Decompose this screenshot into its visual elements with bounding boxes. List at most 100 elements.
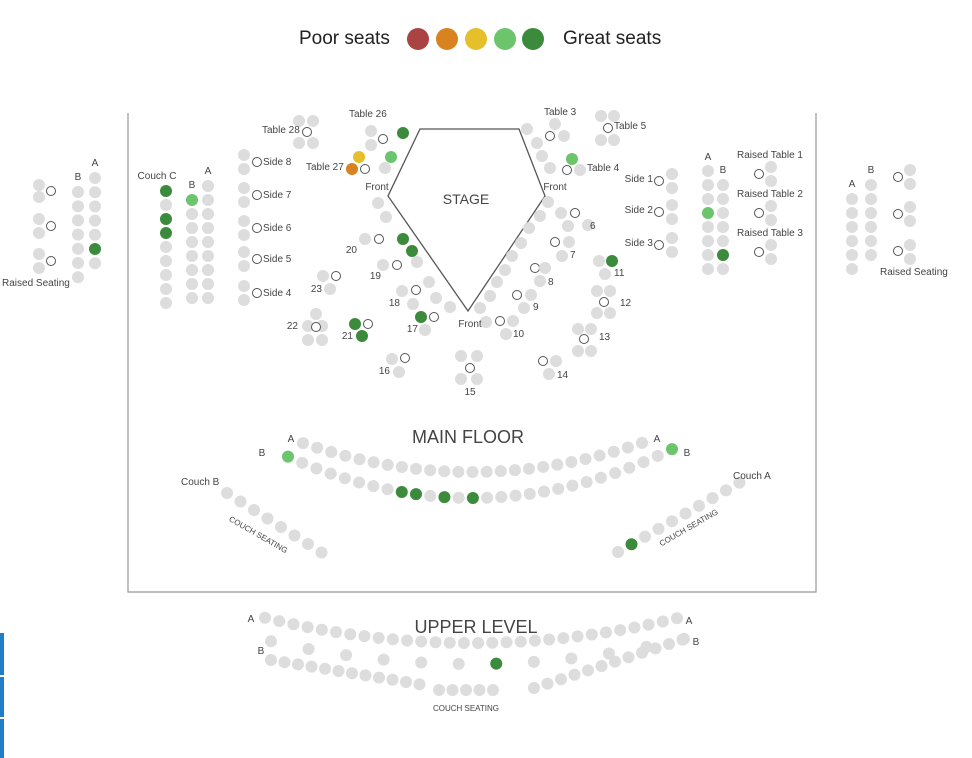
seat[interactable] [527, 655, 540, 668]
seat[interactable] [656, 615, 669, 628]
seat[interactable] [531, 137, 543, 149]
seat[interactable] [89, 257, 101, 270]
seat[interactable] [591, 307, 603, 319]
seat[interactable] [585, 628, 598, 641]
seat[interactable] [452, 657, 465, 670]
seat[interactable] [72, 214, 84, 227]
seat[interactable] [544, 162, 556, 174]
side-tab-2[interactable] [0, 677, 4, 717]
seat[interactable] [33, 191, 45, 203]
table-seat[interactable] [252, 254, 262, 264]
seat[interactable] [765, 253, 777, 265]
seat[interactable] [72, 228, 84, 241]
seat[interactable] [358, 630, 371, 643]
seat[interactable] [537, 460, 550, 473]
seat[interactable] [702, 249, 714, 261]
seat[interactable] [372, 197, 384, 209]
seat[interactable] [491, 276, 503, 288]
seat[interactable] [346, 667, 358, 680]
seat[interactable] [385, 151, 397, 163]
seat[interactable] [551, 458, 564, 471]
seat[interactable] [565, 456, 578, 469]
seat[interactable] [287, 618, 300, 631]
seat[interactable] [539, 262, 551, 274]
seat[interactable] [238, 182, 250, 194]
seat[interactable] [534, 210, 546, 222]
table-seat[interactable] [512, 290, 522, 300]
seat[interactable] [666, 232, 678, 244]
seat[interactable] [599, 626, 612, 639]
seat[interactable] [607, 445, 620, 458]
seat[interactable] [296, 456, 309, 469]
seat[interactable] [693, 499, 705, 512]
seat[interactable] [904, 253, 916, 265]
seat[interactable] [438, 491, 451, 504]
seat[interactable] [310, 308, 322, 320]
seat[interactable] [455, 373, 467, 385]
seat[interactable] [706, 492, 719, 505]
seat[interactable] [528, 682, 540, 694]
seat[interactable] [248, 504, 260, 516]
seat[interactable] [433, 684, 445, 696]
table-seat[interactable] [570, 208, 580, 218]
seat[interactable] [438, 465, 451, 478]
seat[interactable] [261, 512, 274, 525]
seat[interactable] [733, 476, 746, 489]
table-seat[interactable] [550, 237, 560, 247]
table-seat[interactable] [599, 297, 609, 307]
seat[interactable] [642, 618, 655, 631]
seat[interactable] [186, 208, 198, 220]
seat[interactable] [612, 546, 624, 558]
seat[interactable] [666, 182, 678, 194]
seat[interactable] [490, 657, 503, 670]
seat[interactable] [606, 255, 618, 267]
table-seat[interactable] [530, 263, 540, 273]
table-seat[interactable] [360, 164, 370, 174]
seat[interactable] [663, 638, 675, 650]
seat[interactable] [316, 334, 328, 346]
seat[interactable] [186, 278, 198, 290]
seat[interactable] [622, 651, 635, 664]
seat[interactable] [904, 164, 916, 176]
seat[interactable] [472, 636, 485, 649]
seat[interactable] [865, 179, 877, 191]
seat[interactable] [160, 297, 172, 309]
seat[interactable] [621, 441, 634, 454]
seat[interactable] [282, 450, 294, 463]
seat[interactable] [455, 350, 467, 362]
table-seat[interactable] [46, 221, 56, 231]
seat[interactable] [340, 649, 353, 662]
seat[interactable] [523, 487, 536, 500]
table-seat[interactable] [545, 131, 555, 141]
seat[interactable] [609, 466, 622, 479]
seat[interactable] [639, 530, 651, 543]
seat[interactable] [397, 127, 409, 139]
seat[interactable] [585, 323, 597, 335]
seat[interactable] [904, 215, 916, 227]
seat[interactable] [865, 207, 877, 219]
seat[interactable] [521, 123, 533, 135]
seat[interactable] [386, 673, 399, 686]
seat[interactable] [514, 635, 527, 648]
table-seat[interactable] [252, 157, 262, 167]
seat[interactable] [556, 250, 568, 262]
seat[interactable] [397, 233, 409, 245]
seat[interactable] [717, 263, 729, 275]
seat[interactable] [380, 211, 392, 223]
seat[interactable] [346, 163, 358, 175]
seat[interactable] [765, 239, 777, 251]
table-seat[interactable] [411, 285, 421, 295]
table-seat[interactable] [654, 240, 664, 250]
seat[interactable] [238, 196, 250, 208]
seat[interactable] [846, 263, 858, 275]
seat[interactable] [186, 264, 198, 276]
seat[interactable] [865, 235, 877, 247]
table-seat[interactable] [374, 234, 384, 244]
seat[interactable] [604, 307, 616, 319]
table-seat[interactable] [754, 208, 764, 218]
seat[interactable] [202, 250, 214, 262]
seat[interactable] [571, 630, 584, 643]
seat[interactable] [580, 475, 593, 488]
seat[interactable] [160, 283, 172, 295]
seat[interactable] [353, 453, 366, 466]
